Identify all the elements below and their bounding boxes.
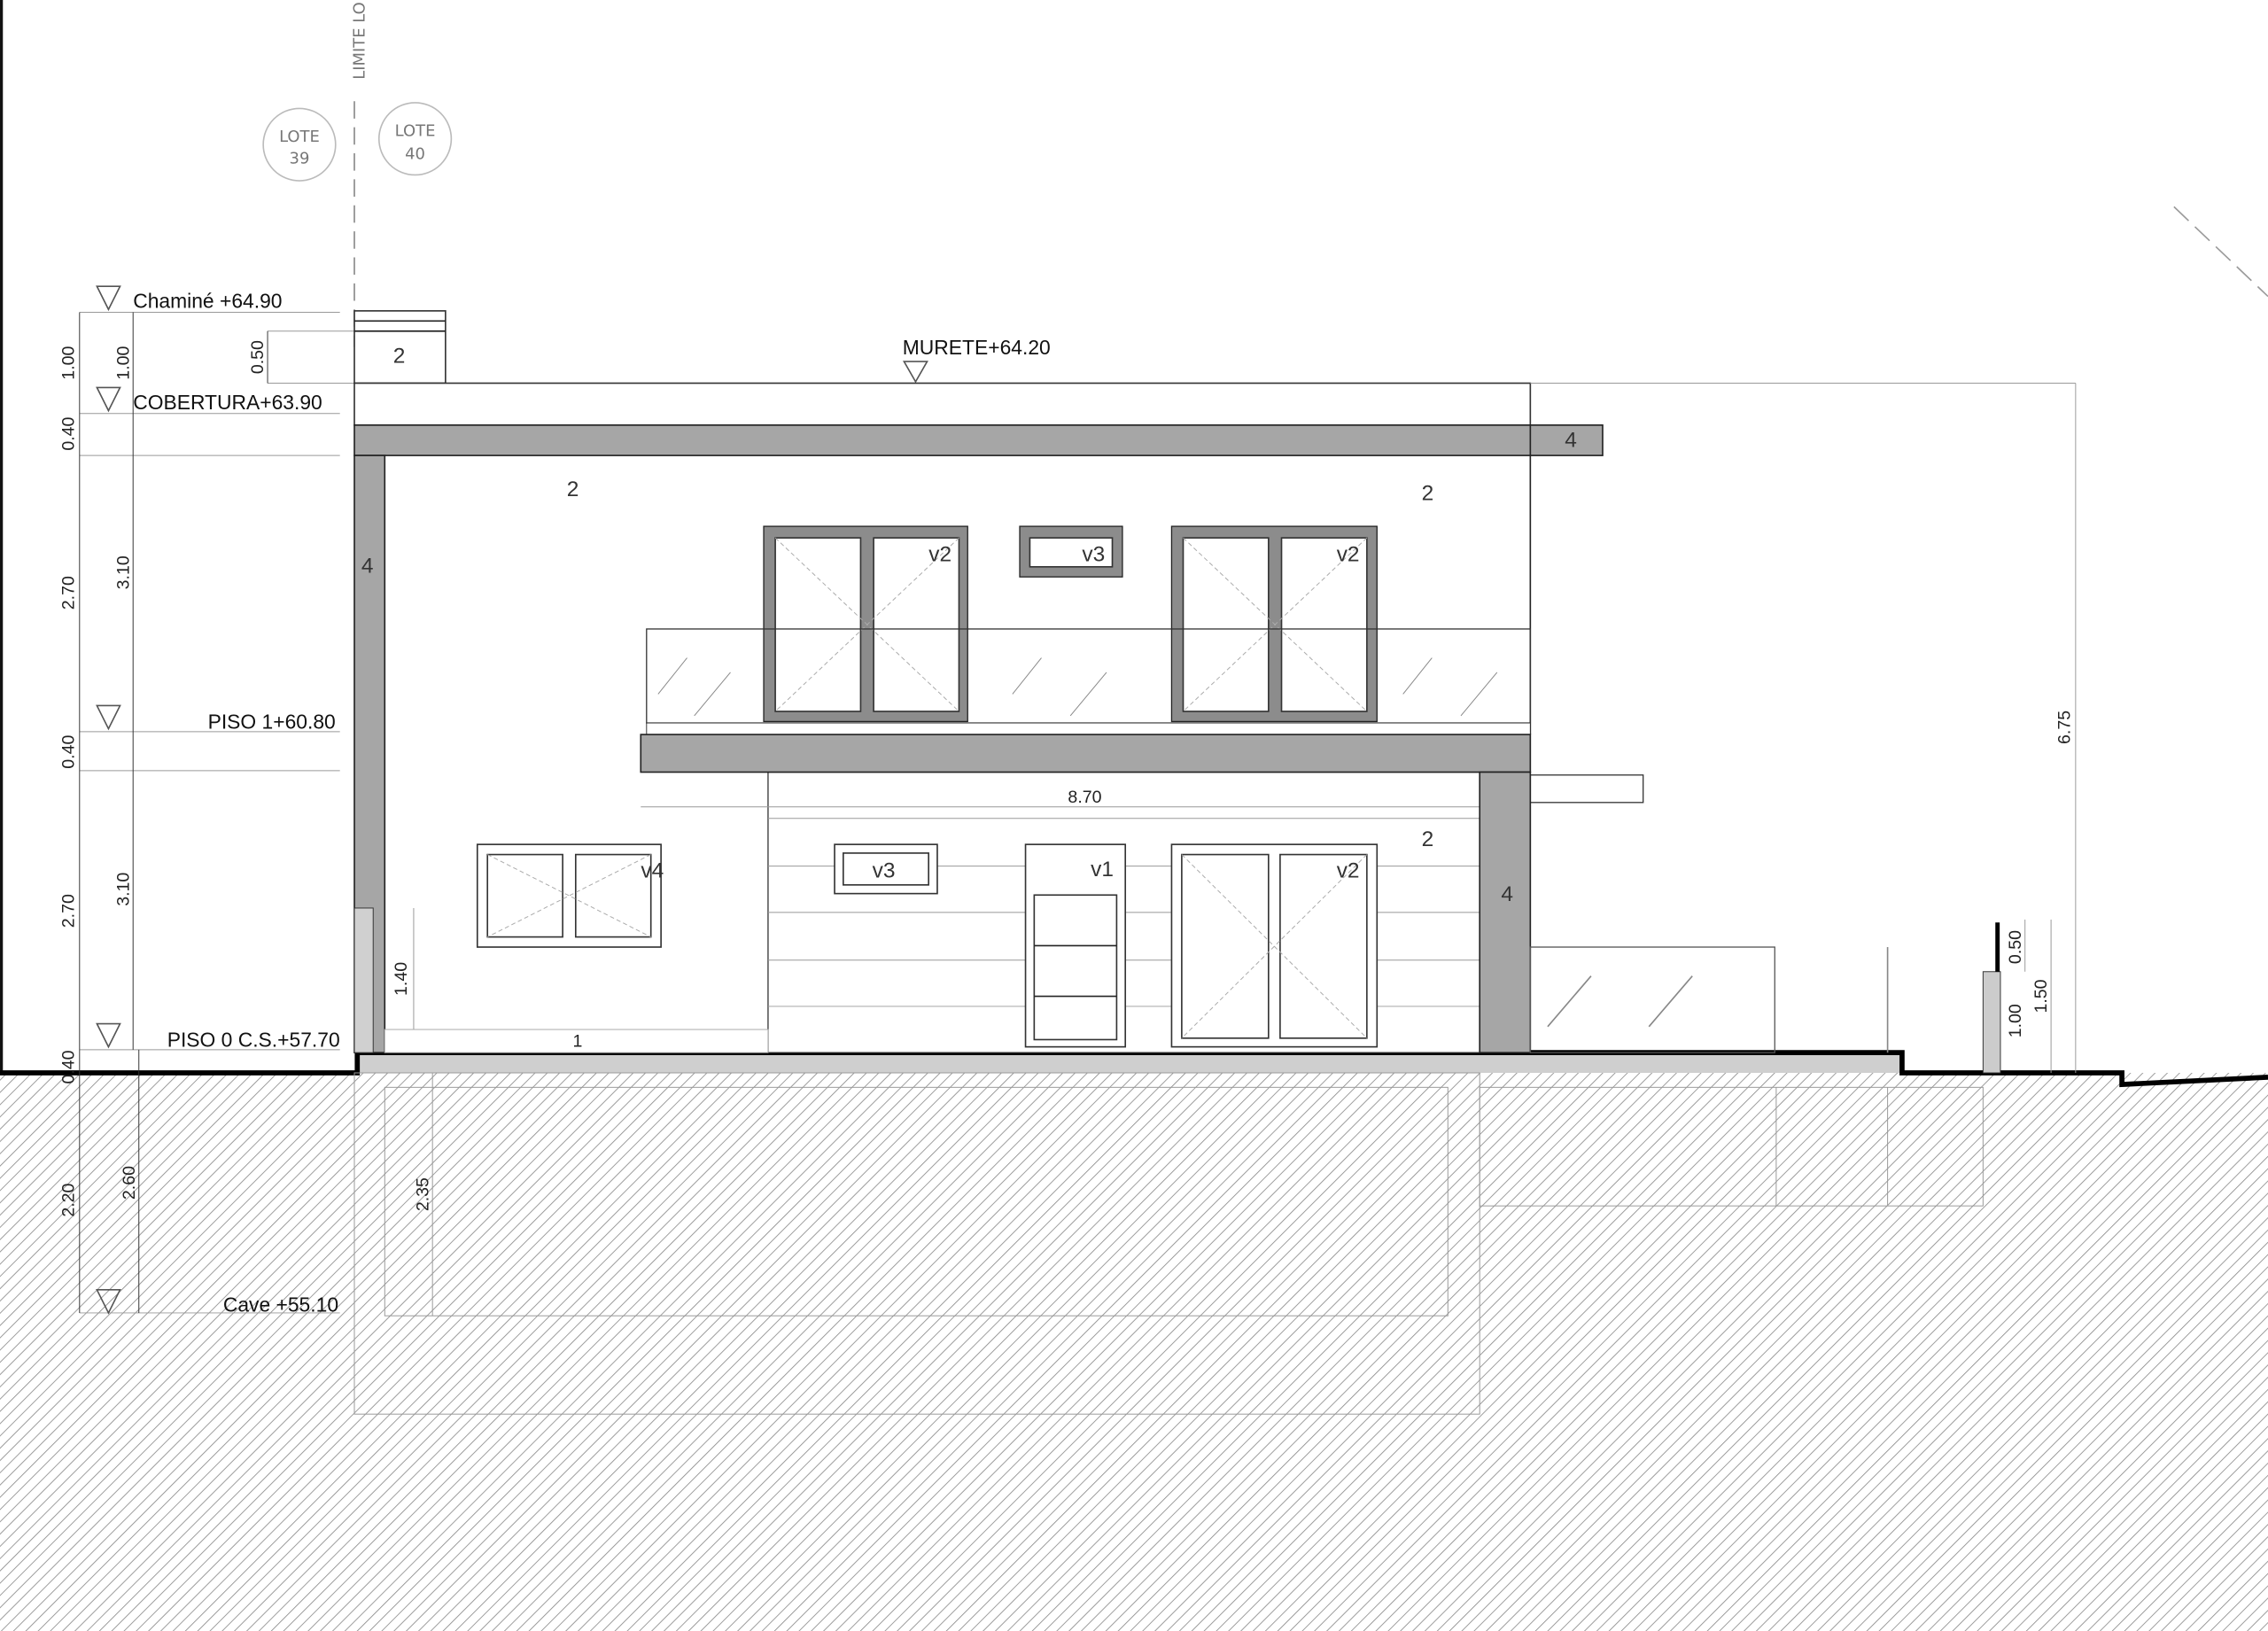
lot-39-badge: LOTE 39 <box>262 107 337 182</box>
left-dimensions: 1.00 0.40 2.70 0.40 2.70 0.40 2.20 1.00 … <box>58 340 432 1217</box>
window-upper-left: v2 <box>763 525 968 723</box>
lot-40-badge: LOTE 40 <box>377 102 453 176</box>
svg-text:3.10: 3.10 <box>113 873 133 906</box>
window-tag: v2 <box>1337 542 1360 566</box>
svg-text:1.00: 1.00 <box>113 346 133 379</box>
level-triangle-icon <box>96 1289 121 1315</box>
ground-hatch <box>0 1073 2268 1631</box>
level-triangle-icon <box>903 361 928 384</box>
ground-slab <box>357 1053 1902 1074</box>
material-tag: 1 <box>573 1032 583 1052</box>
window-upper-small: v3 <box>1019 525 1123 578</box>
material-tag: 4 <box>1565 428 1577 452</box>
floor-1-slab <box>640 734 1532 773</box>
boundary-post <box>1982 922 2001 1074</box>
lot-number: 39 <box>290 149 310 167</box>
material-tag: 4 <box>1501 882 1513 906</box>
svg-text:0.50: 0.50 <box>248 340 268 374</box>
material-tag: 2 <box>1422 482 1434 506</box>
level-roof: COBERTURA+63.90 <box>133 391 322 414</box>
material-tag: 2 <box>1422 827 1434 851</box>
svg-text:2.20: 2.20 <box>58 1183 78 1216</box>
window-lower-right: v2 <box>1170 843 1379 1048</box>
level-triangle-icon <box>96 386 121 413</box>
fence-glass <box>1529 946 1889 1053</box>
roof-slab <box>353 424 1604 456</box>
window-tag: v2 <box>1337 859 1360 883</box>
entrance-door: v1 <box>1024 843 1127 1048</box>
window-lower-small: v3 <box>834 843 938 895</box>
svg-text:0.40: 0.40 <box>58 1050 78 1083</box>
window-upper-right: v2 <box>1170 525 1378 723</box>
window-tag: v1 <box>1091 858 1114 882</box>
level-markers <box>96 285 928 1315</box>
lot-label: LOTE <box>395 121 436 140</box>
dimension-slab-width: 8.70 <box>1068 788 1101 807</box>
level-parapet: MURETE+64.20 <box>903 336 1051 359</box>
lot-label: LOTE <box>279 128 320 146</box>
level-chimney: Chaminé +64.90 <box>133 290 282 313</box>
material-tag: 2 <box>393 345 406 369</box>
neighbor-outline <box>2173 206 2268 298</box>
window-tag: v4 <box>641 859 664 883</box>
svg-text:2.35: 2.35 <box>413 1177 432 1211</box>
chimney <box>353 310 447 384</box>
lot-number: 40 <box>405 145 425 164</box>
dimension-total-height: 6.75 <box>2054 711 2074 744</box>
dimension-fence-base: 1.00 <box>2006 1004 2025 1037</box>
parapet <box>353 382 1532 426</box>
material-tag: 4 <box>361 554 374 578</box>
right-wall <box>1479 771 1532 1053</box>
svg-text:3.10: 3.10 <box>113 555 133 589</box>
canopy <box>1529 774 1644 804</box>
svg-text:1.00: 1.00 <box>58 346 78 379</box>
level-cellar: Cave +55.10 <box>223 1293 338 1316</box>
cellar-outlines <box>353 1072 1984 1415</box>
material-tag: 2 <box>567 478 579 501</box>
svg-text:0.40: 0.40 <box>58 416 78 450</box>
level-floor-1: PISO 1+60.80 <box>208 711 336 734</box>
ground-line <box>0 1050 2268 1088</box>
balcony-glass-railing <box>646 628 1531 735</box>
svg-text:0.40: 0.40 <box>58 735 78 769</box>
svg-text:2.70: 2.70 <box>58 894 78 928</box>
window-lower-left: v4 <box>476 843 664 948</box>
level-triangle-icon <box>96 285 121 312</box>
svg-text:2.60: 2.60 <box>120 1166 139 1200</box>
svg-text:1.40: 1.40 <box>392 962 411 996</box>
dimension-fence-total: 1.50 <box>2031 979 2051 1013</box>
svg-text:2.70: 2.70 <box>58 576 78 610</box>
level-triangle-icon <box>96 1022 121 1049</box>
window-tag: v3 <box>873 859 896 883</box>
lot-limit-label: LIMITE LO <box>350 2 369 80</box>
level-triangle-icon <box>96 704 121 731</box>
level-floor-0: PISO 0 C.S.+57.70 <box>167 1029 340 1052</box>
dimension-fence-top: 0.50 <box>2006 930 2025 964</box>
window-tag: v2 <box>928 542 951 566</box>
window-tag: v3 <box>1082 542 1105 566</box>
